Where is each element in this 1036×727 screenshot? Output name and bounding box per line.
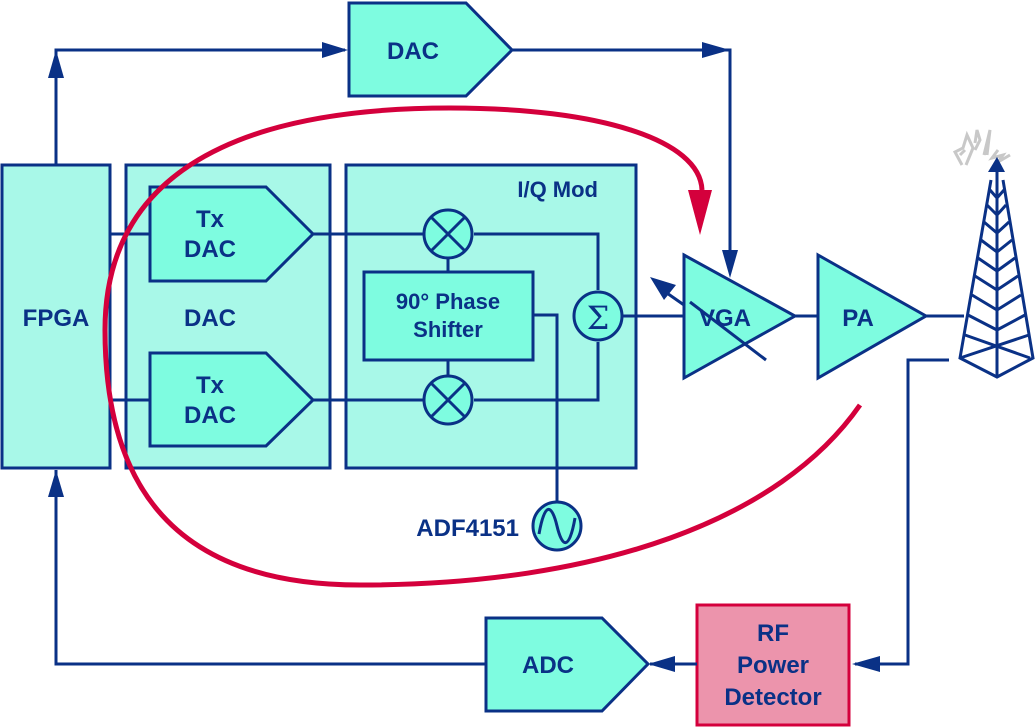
lo-source: ADF4151 bbox=[416, 500, 583, 552]
tx-dac-1-block: Tx DAC bbox=[148, 185, 316, 283]
tx-dac-2-block: Tx DAC bbox=[148, 351, 316, 448]
rf-detector-line3: Detector bbox=[724, 684, 821, 711]
top-dac-label: DAC bbox=[387, 38, 439, 65]
phase-shifter-line2: Shifter bbox=[413, 317, 483, 342]
arrow-left-icon bbox=[852, 656, 880, 672]
adc-block: ADC bbox=[484, 616, 651, 713]
arrow-left-icon bbox=[648, 656, 675, 672]
feedback-loop-arrow bbox=[102, 105, 863, 588]
sine-wave-icon bbox=[537, 508, 577, 544]
fpga-to-top-dac-wire bbox=[48, 42, 348, 165]
adc-label: ADC bbox=[522, 652, 574, 679]
pa-label: PA bbox=[842, 305, 874, 332]
mixer1-to-sum-wire bbox=[474, 232, 600, 290]
pa-block: PA bbox=[816, 252, 930, 381]
tx-dac-2-line2: DAC bbox=[184, 402, 236, 429]
top-dac-to-vga-wire bbox=[512, 42, 738, 278]
fpga-label: FPGA bbox=[23, 305, 90, 332]
fpga-block: FPGA bbox=[0, 163, 112, 470]
mixer-2 bbox=[422, 374, 474, 426]
arrow-icon bbox=[650, 277, 676, 300]
rf-detector-line2: Power bbox=[737, 652, 809, 679]
variable-gain-arrow-icon bbox=[689, 300, 767, 362]
tx-dac-2-line1: Tx bbox=[196, 372, 225, 399]
multiply-icon bbox=[429, 215, 467, 253]
summer: Σ bbox=[572, 290, 624, 342]
antenna-tower-icon bbox=[952, 129, 1035, 379]
sigma-icon: Σ bbox=[587, 299, 610, 337]
adc-to-fpga-wire bbox=[54, 470, 486, 666]
arrow-up-icon bbox=[48, 50, 64, 78]
mixer-1 bbox=[422, 208, 474, 260]
dac-group-label: DAC bbox=[184, 305, 236, 332]
coupler-to-detector-wire bbox=[855, 358, 949, 666]
rf-detector-line1: RF bbox=[757, 620, 789, 647]
arrow-up-icon bbox=[48, 470, 64, 497]
lo-label: ADF4151 bbox=[416, 515, 519, 542]
arrow-right-icon bbox=[702, 42, 730, 58]
arrow-right-icon bbox=[322, 42, 348, 58]
multiply-icon bbox=[429, 381, 467, 419]
tx-dac-1-line1: Tx bbox=[196, 206, 225, 233]
lo-to-phase-wire bbox=[533, 313, 559, 502]
top-dac-block: DAC bbox=[347, 1, 515, 98]
mixer2-to-sum-wire bbox=[474, 342, 600, 402]
phase-shifter-line1: 90° Phase bbox=[396, 289, 500, 314]
arrow-down-icon bbox=[722, 250, 738, 278]
arrow-down-icon bbox=[688, 190, 712, 235]
phase-shifter-block: 90° Phase Shifter bbox=[362, 270, 535, 362]
vga-block: VGA bbox=[650, 252, 799, 381]
iq-mod-label: I/Q Mod bbox=[517, 177, 598, 202]
rf-power-detector-block: RF Power Detector bbox=[695, 603, 851, 727]
tx-dac-1-line2: DAC bbox=[184, 236, 236, 263]
